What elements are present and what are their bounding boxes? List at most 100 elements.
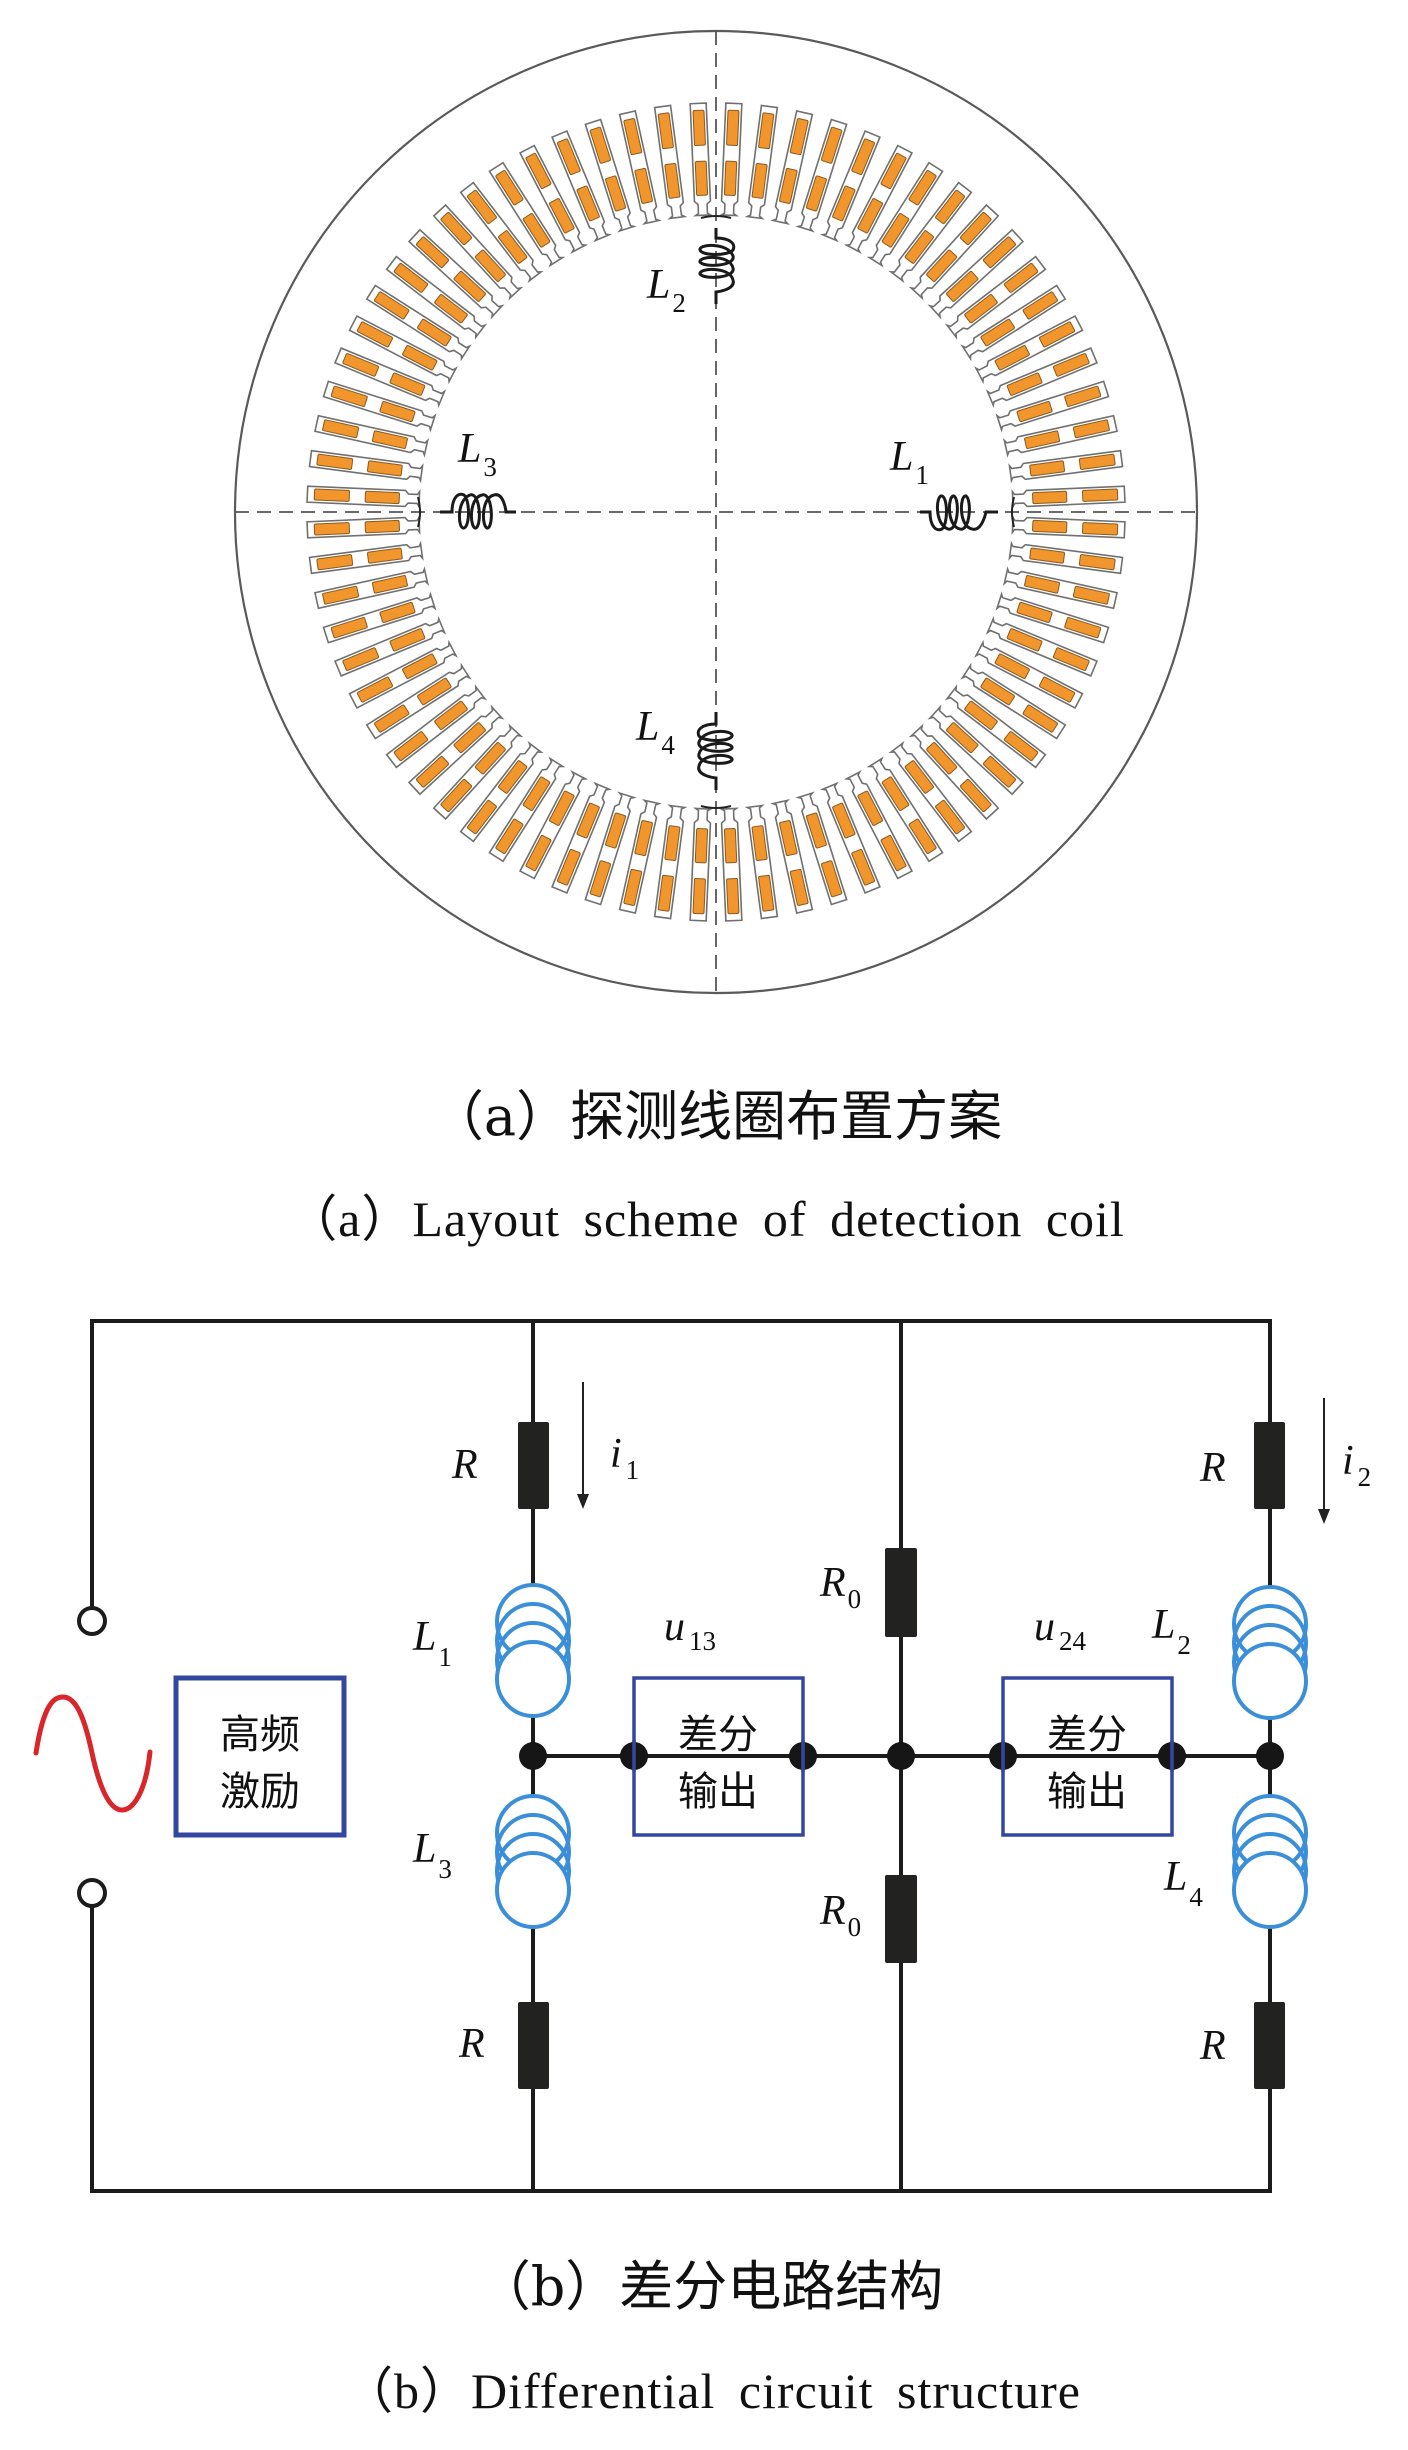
stator-slot <box>995 380 1110 433</box>
winding-outer <box>1052 353 1090 377</box>
stator-slot <box>960 662 1067 740</box>
tooth-bridge-top <box>700 215 732 219</box>
winding-inner <box>1016 401 1053 423</box>
stator-slot <box>551 130 613 243</box>
winding-outer <box>935 189 965 225</box>
stator-slot <box>770 110 814 226</box>
stator-slot <box>518 770 589 880</box>
circuit-coils <box>495 1583 1308 1929</box>
resistor-R0-top <box>885 1548 917 1637</box>
winding-outer <box>657 874 674 912</box>
stator-slot <box>985 615 1098 677</box>
stator-slot <box>322 591 437 644</box>
winding-outer <box>416 756 450 788</box>
stator-layout-figure: L2 L4 L1 L3 <box>233 29 1199 995</box>
winding-outer <box>1078 554 1116 571</box>
stator-slot <box>306 514 421 539</box>
winding-outer <box>726 109 740 147</box>
stator-slot <box>866 161 944 268</box>
winding-outer <box>1081 522 1119 536</box>
resistor-right-bottom <box>1254 2002 1285 2089</box>
winding-outer <box>440 212 472 246</box>
winding-inner <box>522 776 551 811</box>
winding-outer <box>726 877 740 915</box>
winding-outer <box>330 616 368 639</box>
stator-slot <box>1002 566 1118 610</box>
stator-slot <box>459 740 544 843</box>
stator-slot <box>314 566 430 610</box>
winding-inner <box>498 760 528 794</box>
winding-inner <box>994 345 1030 371</box>
winding-outer <box>374 291 410 320</box>
winding-outer <box>525 152 552 189</box>
winding-outer <box>820 860 843 898</box>
winding-inner <box>366 547 403 564</box>
coil-L2 <box>1232 1585 1308 1720</box>
stator-slot <box>584 118 637 233</box>
node-right-junction <box>1256 1742 1284 1770</box>
winding-inner <box>366 460 403 477</box>
winding-outer <box>692 109 706 147</box>
node-center-junction <box>887 1742 915 1770</box>
excitation-box-line1: 高频 <box>220 1712 300 1758</box>
winding-inner <box>453 722 486 754</box>
winding-outer <box>467 189 497 225</box>
winding-inner <box>723 828 738 864</box>
stator-slot <box>995 591 1110 644</box>
terminal-bottom <box>77 1878 107 1908</box>
label-R-right-top: R <box>1199 1445 1226 1491</box>
stator-slot <box>744 104 779 220</box>
stator-slot <box>306 485 421 510</box>
winding-inner <box>881 213 910 248</box>
stator-slot <box>908 203 1000 301</box>
winding-outer <box>393 731 429 761</box>
coil-L2-icon <box>698 228 736 304</box>
stator-slot <box>1011 485 1126 510</box>
label-L1-circuit: L1 <box>412 1614 452 1672</box>
winding-outer <box>908 170 937 206</box>
winding-outer <box>758 874 775 912</box>
stator-slot <box>944 255 1047 340</box>
winding-inner <box>453 270 486 302</box>
winding-outer <box>589 860 612 898</box>
current-arrow-i2 <box>1318 1398 1330 1524</box>
label-L1: L1 <box>889 434 929 490</box>
excitation-box <box>173 1675 347 1838</box>
stator-slot <box>385 255 488 340</box>
winding-outer <box>495 170 524 206</box>
detection-coil-L4: L4 <box>635 704 734 790</box>
winding-inner <box>389 372 426 396</box>
winding-outer <box>1003 263 1039 293</box>
winding-outer <box>356 676 393 703</box>
coil-L4 <box>1232 1794 1308 1929</box>
stator-slot <box>653 804 688 920</box>
resistor-left-top <box>518 1422 549 1509</box>
winding-outer <box>440 778 472 812</box>
winding-inner <box>751 825 768 862</box>
winding-inner <box>605 812 627 849</box>
caption-a-english: （a）Layout scheme of detection coil <box>287 1191 1125 1247</box>
winding-inner <box>364 519 400 534</box>
stator-slot <box>843 144 914 254</box>
winding-inner <box>980 677 1015 706</box>
stator-slot <box>432 203 524 301</box>
diff-box-right-line2: 输出 <box>1047 1769 1127 1815</box>
winding-outer <box>851 138 875 176</box>
stator-slot <box>314 414 430 458</box>
winding-inner <box>723 160 738 196</box>
stator-slot <box>488 756 566 863</box>
winding-inner <box>364 490 400 505</box>
winding-outer <box>322 419 360 439</box>
winding-inner <box>881 776 910 811</box>
coil-turn <box>1232 1851 1308 1929</box>
winding-inner <box>904 760 934 794</box>
winding-inner <box>1016 601 1053 623</box>
stator-slot <box>689 807 714 922</box>
diff-box-left-line1: 差分 <box>678 1712 758 1758</box>
stator-slot <box>385 684 488 769</box>
winding-inner <box>964 294 998 324</box>
stator-slot <box>488 161 566 268</box>
winding-outer <box>1081 488 1119 502</box>
winding-outer <box>313 488 351 502</box>
